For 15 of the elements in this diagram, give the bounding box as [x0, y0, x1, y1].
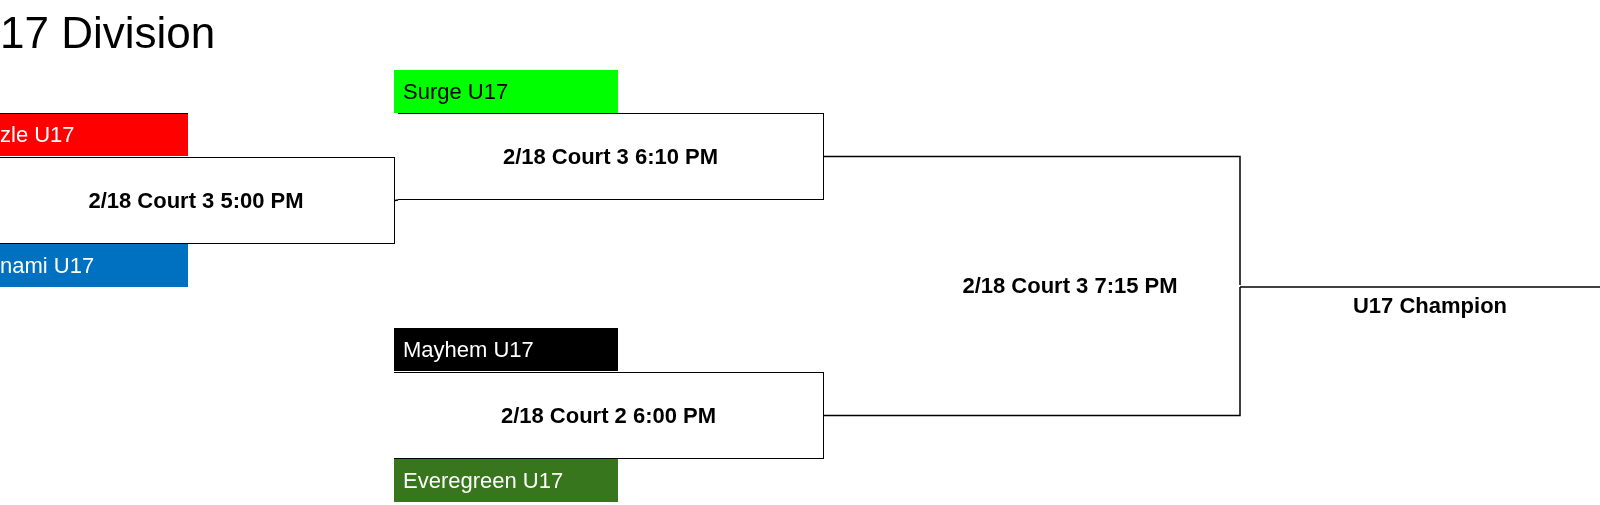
team-bar: zle U17: [0, 113, 188, 156]
title: 17 Division: [0, 8, 216, 58]
bracket-line: [1239, 286, 1600, 288]
team-bar: Surge U17: [394, 70, 618, 113]
match-bracket: 2/18 Court 2 6:00 PM: [394, 372, 824, 459]
match-label: 2/18 Court 3 7:15 PM: [900, 157, 1240, 415]
team-bar: nami U17: [0, 244, 188, 287]
bracket-line: [823, 155, 1241, 286]
bracket-line: [823, 286, 1241, 417]
team-bar: Everegreen U17: [394, 459, 618, 502]
match-bracket: 2/18 Court 3 5:00 PM: [0, 157, 395, 244]
match-label: U17 Champion: [1240, 287, 1600, 332]
match-bracket: 2/18 Court 3 6:10 PM: [398, 113, 824, 200]
bracket-line: [394, 199, 399, 202]
team-bar: Mayhem U17: [394, 328, 618, 371]
